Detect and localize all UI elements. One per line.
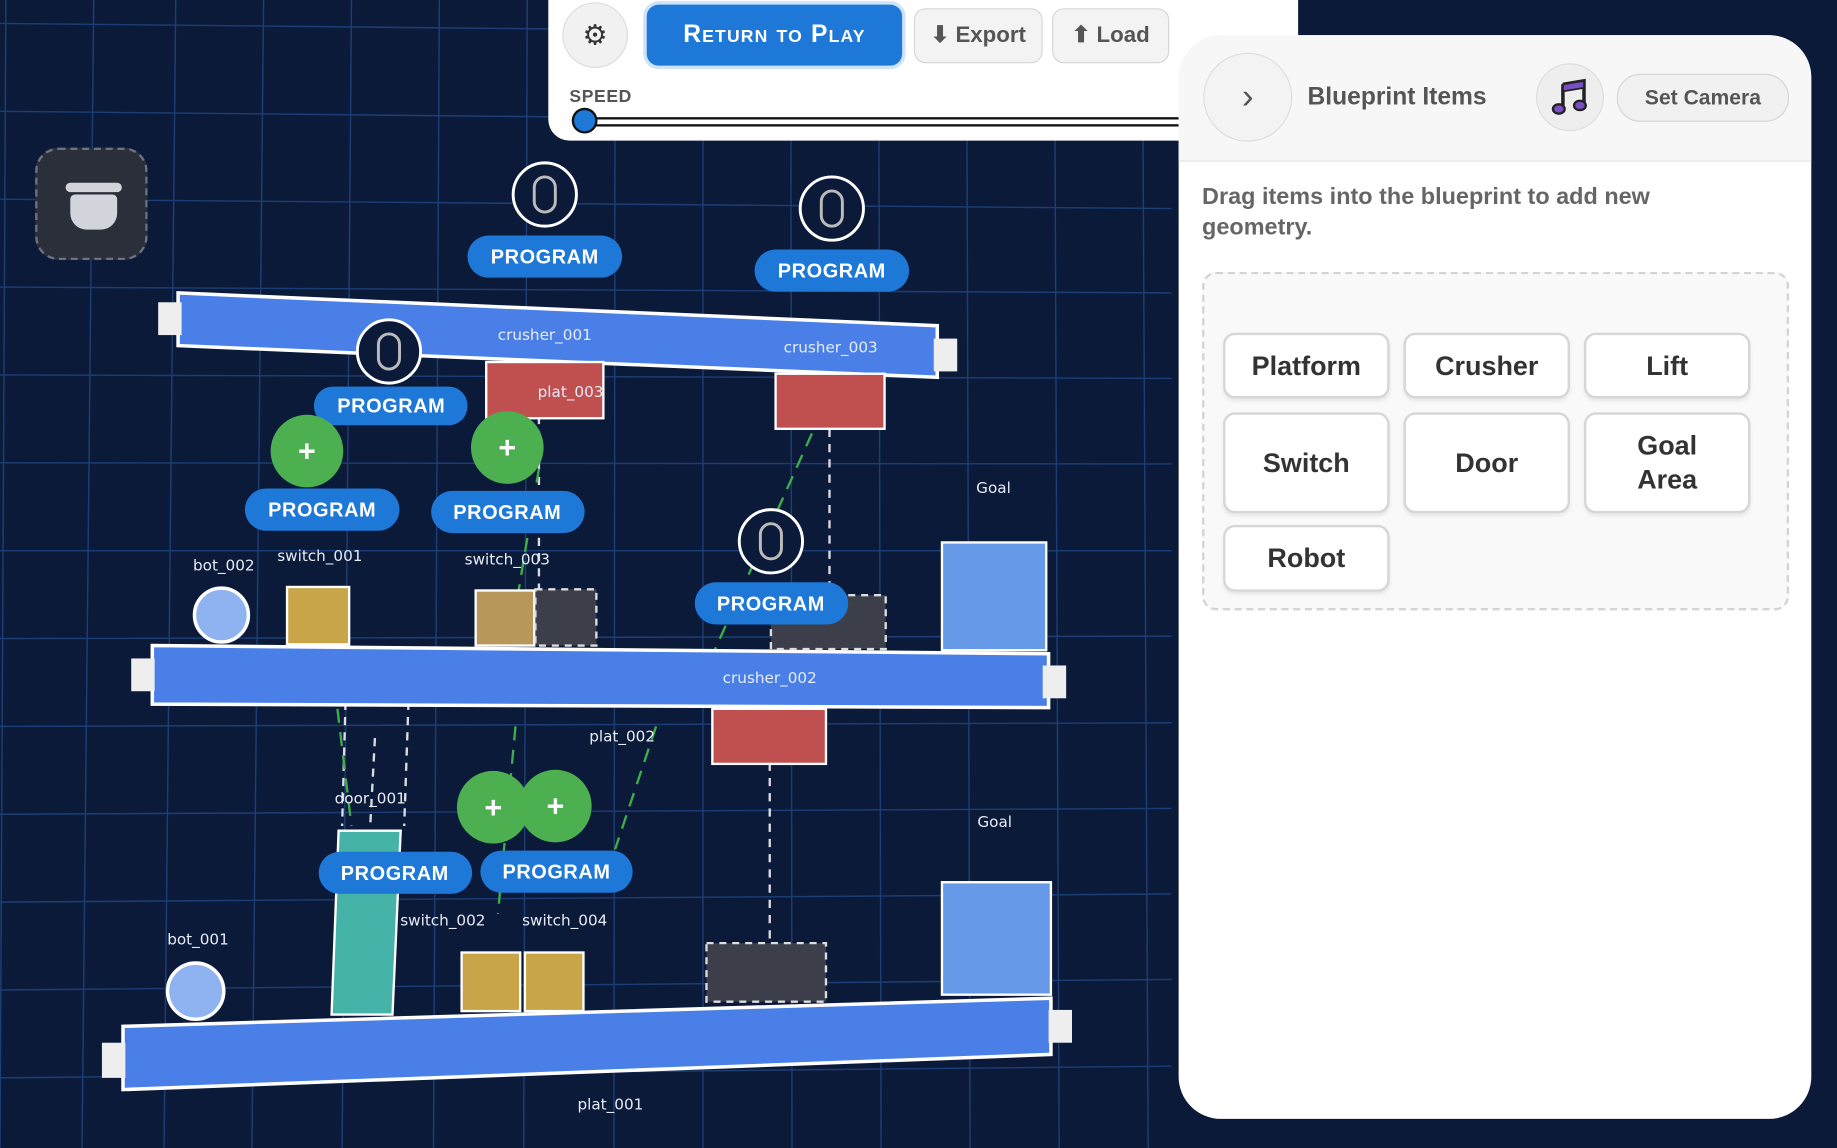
toggle-icon[interactable]	[798, 175, 865, 242]
speed-slider-track[interactable]	[574, 117, 1196, 127]
label-plat-003: plat_003	[538, 383, 604, 402]
svg-text:PROGRAM: PROGRAM	[337, 395, 445, 417]
program-button[interactable]: PROGRAM	[313, 386, 468, 426]
label-goal: Goal	[977, 813, 1012, 831]
label-door-001: door_001	[335, 790, 406, 809]
switch-004[interactable]	[523, 951, 585, 1013]
set-camera-button[interactable]: Set Camera	[1616, 73, 1790, 122]
plat-001-platform[interactable]	[101, 996, 1073, 1092]
program-button[interactable]: PROGRAM	[754, 249, 910, 292]
svg-text:PROGRAM: PROGRAM	[717, 593, 825, 615]
blueprint-items-panel: › Blueprint Items Set Camera Drag items …	[1178, 35, 1812, 1119]
bot-001[interactable]	[165, 961, 226, 1022]
label-switch-004: switch_004	[522, 912, 607, 931]
svg-text:PROGRAM: PROGRAM	[453, 502, 561, 524]
goal-area-lower[interactable]	[940, 881, 1053, 996]
item-lift[interactable]: Lift	[1584, 332, 1751, 399]
ghost-block[interactable]	[534, 588, 598, 647]
add-program-button[interactable]: +	[270, 414, 344, 488]
label-crusher-002: crusher_002	[723, 669, 817, 688]
svg-text:PROGRAM: PROGRAM	[502, 862, 610, 884]
ghost-block[interactable]	[705, 941, 828, 1003]
switch-002[interactable]	[460, 951, 522, 1013]
label-bot-002: bot_002	[193, 557, 255, 576]
item-switch[interactable]: Switch	[1223, 412, 1390, 514]
item-robot[interactable]: Robot	[1223, 524, 1390, 592]
export-button[interactable]: ⬇ Export	[913, 8, 1043, 64]
item-door[interactable]: Door	[1403, 412, 1570, 514]
svg-text:PROGRAM: PROGRAM	[268, 500, 376, 522]
program-button[interactable]: PROGRAM	[318, 851, 473, 894]
gear-icon: ⚙	[582, 19, 608, 51]
return-to-play-button[interactable]: Return to Play	[646, 4, 903, 66]
crusher-003-block[interactable]	[774, 372, 886, 430]
svg-text:PROGRAM: PROGRAM	[491, 247, 599, 269]
svg-text:+: +	[298, 435, 316, 469]
program-button[interactable]: PROGRAM	[480, 850, 633, 893]
svg-text:PROGRAM: PROGRAM	[341, 863, 449, 885]
svg-text:+: +	[498, 431, 516, 465]
chevron-right-icon: ›	[1241, 77, 1254, 116]
program-button[interactable]: PROGRAM	[694, 582, 849, 625]
collapse-panel-button[interactable]: ›	[1203, 52, 1293, 142]
add-program-button[interactable]: +	[456, 770, 530, 844]
music-button[interactable]	[1535, 63, 1604, 132]
panel-header: › Blueprint Items Set Camera	[1178, 35, 1812, 162]
trash-drop-zone[interactable]	[35, 147, 148, 261]
plat-003-block[interactable]	[485, 360, 605, 420]
item-crusher[interactable]: Crusher	[1403, 332, 1570, 399]
toggle-icon[interactable]	[511, 161, 578, 228]
crusher-001-platform[interactable]	[158, 291, 958, 380]
crusher-002-platform[interactable]	[131, 643, 1067, 710]
panel-title: Blueprint Items	[1307, 83, 1487, 111]
goal-area-upper[interactable]	[940, 541, 1048, 652]
label-bot-001: bot_001	[167, 930, 229, 949]
svg-text:+: +	[484, 791, 502, 825]
toggle-icon[interactable]	[737, 508, 805, 575]
label-plat-002: plat_002	[589, 728, 655, 747]
switch-003[interactable]	[474, 589, 536, 647]
plat-002-block[interactable]	[711, 707, 828, 766]
load-button[interactable]: ⬆ Load	[1052, 8, 1170, 64]
music-note-icon	[1551, 78, 1587, 115]
label-crusher-003: crusher_003	[784, 339, 878, 358]
program-button[interactable]: PROGRAM	[467, 235, 623, 278]
panel-description: Drag items into the blueprint to add new…	[1202, 183, 1650, 241]
label-switch-001: switch_001	[277, 547, 362, 566]
label-crusher-001: crusher_001	[498, 326, 592, 345]
svg-text:PROGRAM: PROGRAM	[778, 261, 886, 283]
bot-002[interactable]	[192, 586, 251, 644]
program-button[interactable]: PROGRAM	[431, 490, 585, 534]
add-program-button[interactable]: +	[470, 411, 544, 484]
add-program-button[interactable]: +	[519, 769, 592, 843]
svg-text:+: +	[546, 790, 564, 824]
speed-slider-thumb[interactable]	[571, 107, 598, 134]
label-plat-001: plat_001	[577, 1096, 643, 1115]
label-switch-003: switch_003	[465, 551, 550, 570]
label-goal: Goal	[976, 479, 1011, 497]
program-button[interactable]: PROGRAM	[244, 488, 400, 531]
settings-button[interactable]: ⚙	[562, 2, 628, 68]
item-platform[interactable]: Platform	[1223, 332, 1390, 399]
label-switch-002: switch_002	[400, 912, 485, 931]
blueprint-items-palette: Platform Crusher Lift Switch Door Goal A…	[1202, 271, 1790, 611]
item-goal-area[interactable]: Goal Area	[1584, 412, 1751, 514]
toggle-icon[interactable]	[355, 318, 423, 385]
speed-label: SPEED	[569, 86, 632, 107]
switch-001[interactable]	[285, 585, 351, 646]
